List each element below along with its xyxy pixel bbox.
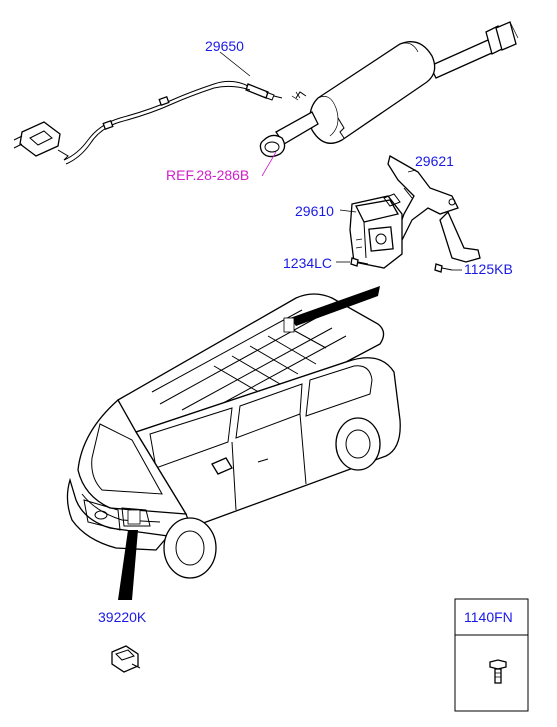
ecu-unit [349,193,403,269]
sensor-39220k-shape [111,645,141,673]
bolt-icon [489,659,507,684]
label-1140fn[interactable]: 1140FN [464,609,513,625]
bolt-1140fn-box: 1140FN [454,598,529,712]
bolt-1234lc-shape [350,257,369,267]
ecu-location-arrow [283,286,380,333]
sensor-location-arrow [118,509,141,600]
oxygen-sensor-cable [13,80,283,165]
muffler-assembly [259,21,519,158]
label-29610[interactable]: 29610 [295,203,334,219]
label-29650[interactable]: 29650 [205,38,244,54]
ref-link-28-286b[interactable]: REF.28-286B [166,167,249,183]
bolt-1125kb-shape [434,263,453,273]
van-illustration [66,293,401,579]
label-39220k[interactable]: 39220K [98,609,147,625]
label-29621[interactable]: 29621 [415,153,454,169]
leader-lines [219,51,462,271]
label-1125kb[interactable]: 1125KB [464,261,513,277]
ecu-bracket [387,155,481,263]
label-1234lc[interactable]: 1234LC [283,255,332,271]
